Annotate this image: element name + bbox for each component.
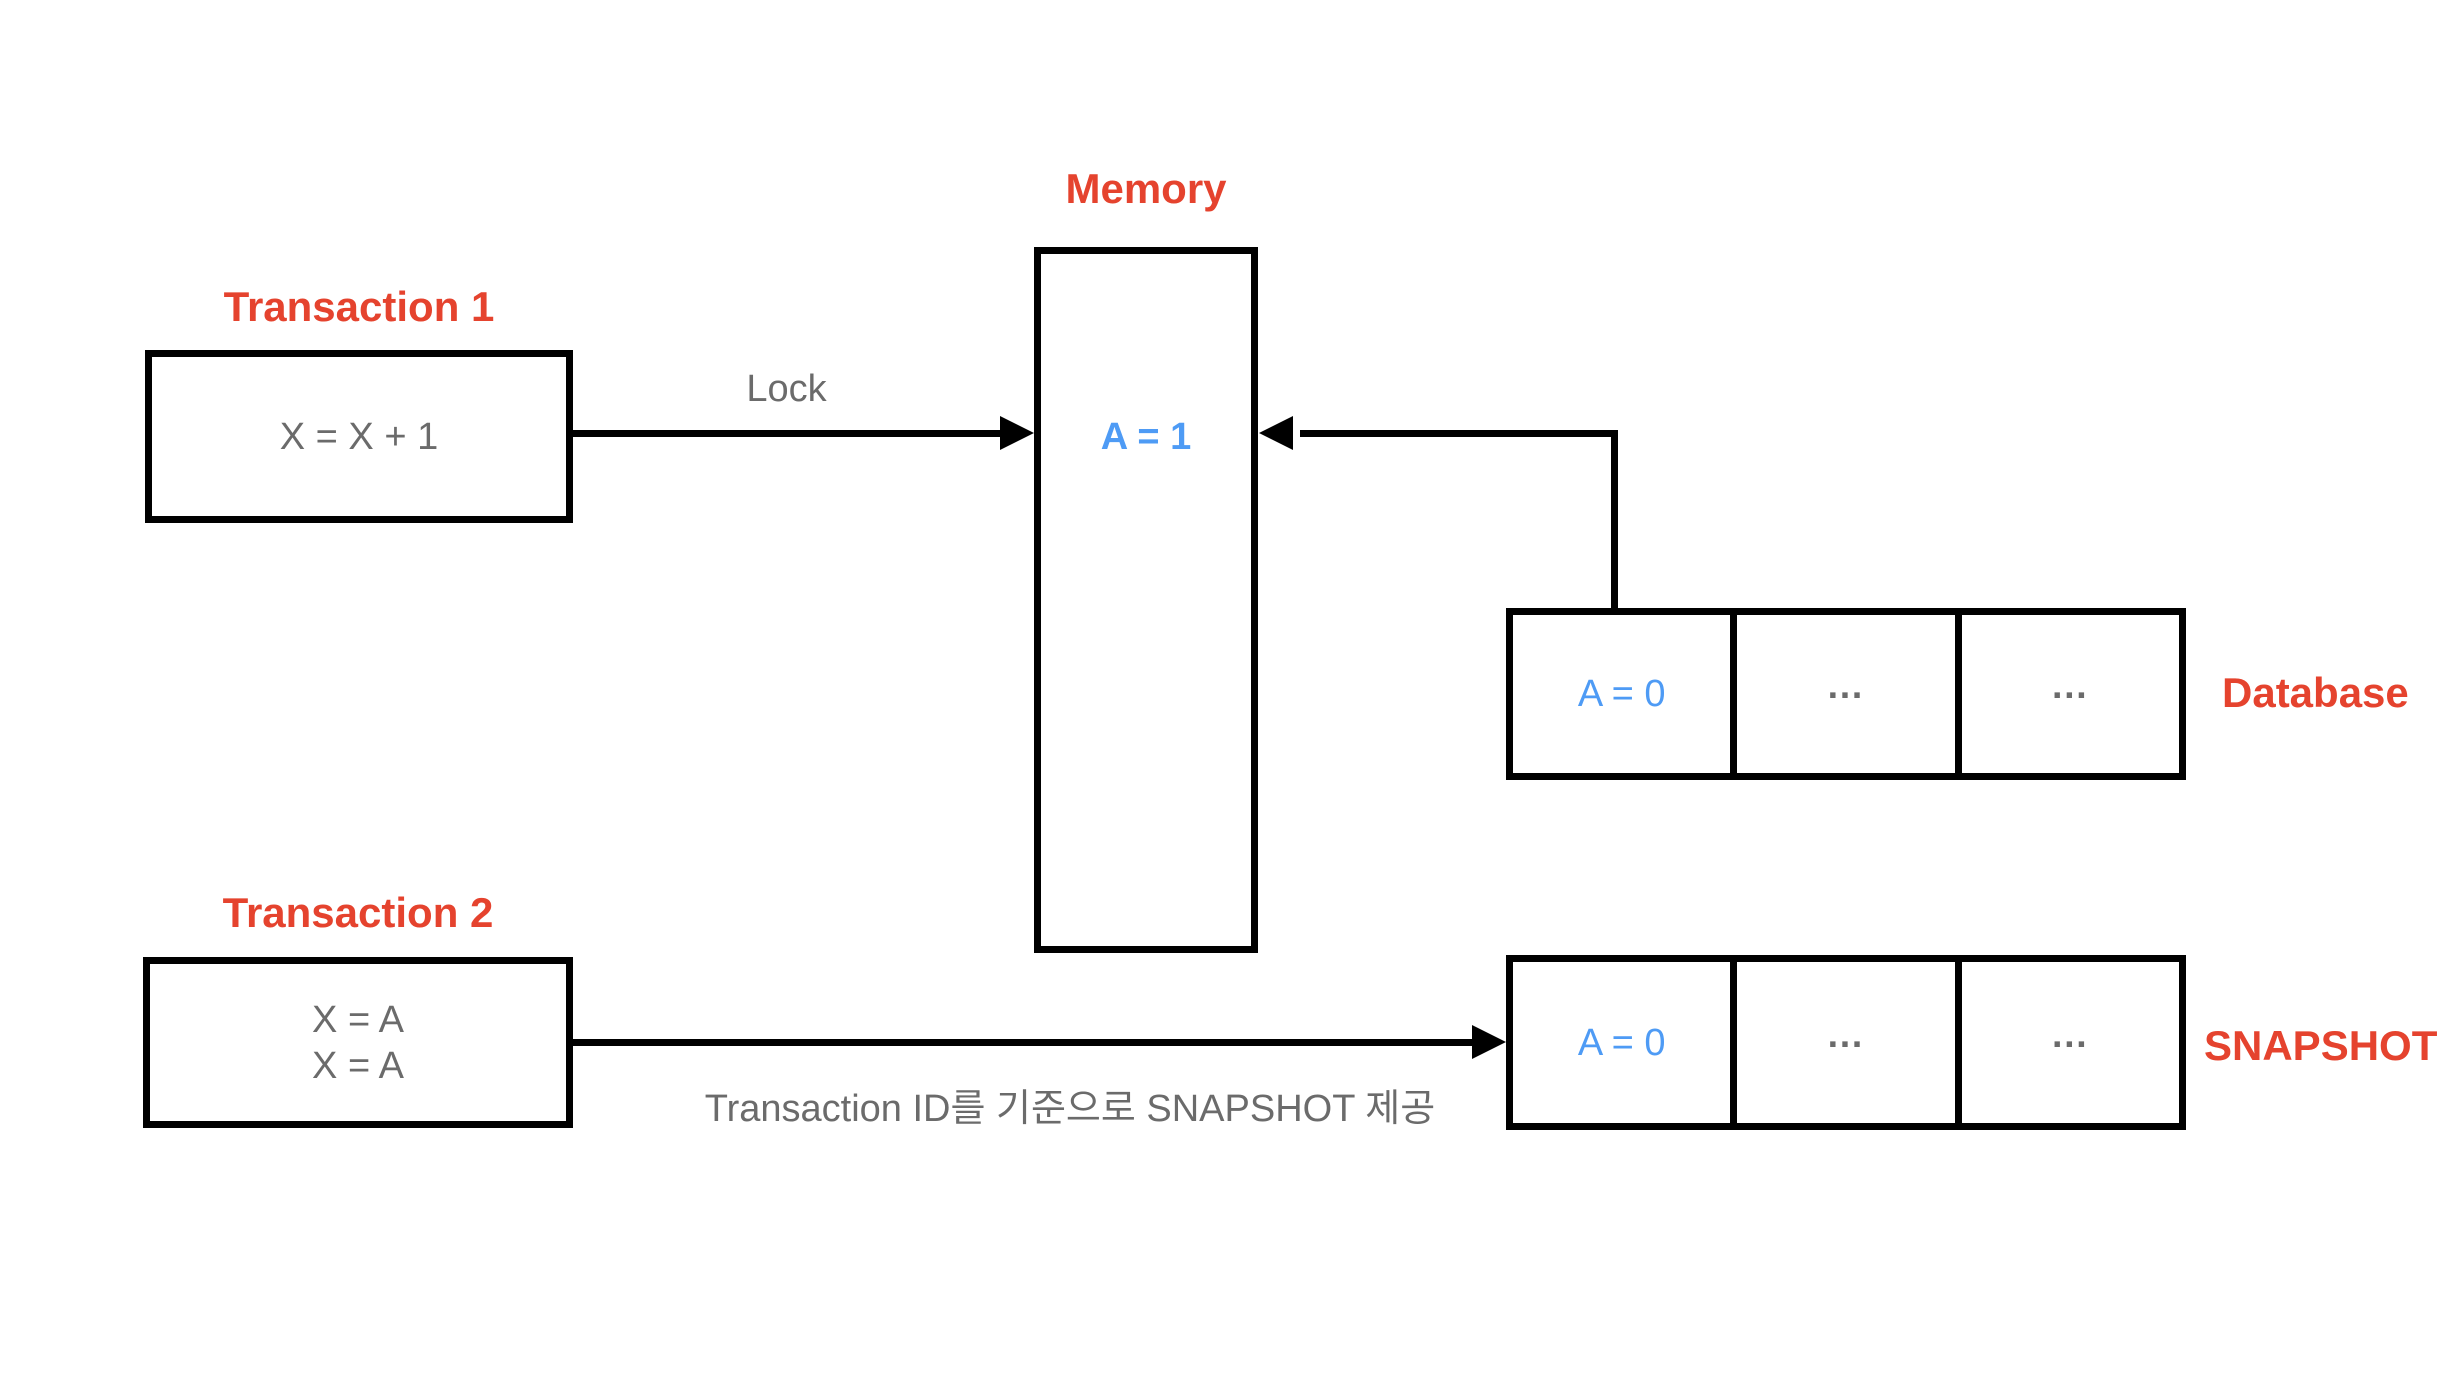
transaction1-box: X = X + 1: [145, 350, 573, 523]
lock-arrow-label: Lock: [746, 368, 827, 410]
lock-arrowhead-icon: [1000, 416, 1034, 450]
ellipsis-icon: …: [1825, 665, 1866, 707]
database-cell-ellipsis-2: …: [1962, 615, 2179, 773]
ellipsis-icon: …: [2050, 665, 2091, 707]
transaction2-title: Transaction 2: [222, 889, 494, 936]
snapshot-cell-ellipsis-1: …: [1737, 962, 1962, 1123]
snapshot-arrow-note: Transaction ID를 기준으로 SNAPSHOT 제공: [704, 1088, 1436, 1130]
lock-arrow-line: [573, 430, 1000, 437]
database-row: A = 0 … …: [1506, 608, 2186, 780]
snapshot-cell-a-value: A = 0: [1577, 1021, 1666, 1064]
snapshot-arrow-line: [573, 1039, 1475, 1046]
transaction1-title: Transaction 1: [223, 283, 495, 330]
snapshot-arrowhead-icon: [1472, 1025, 1506, 1059]
database-arrow-line: [1300, 430, 1618, 437]
snapshot-title: SNAPSHOT: [2204, 1022, 2438, 1069]
transaction2-code-line2: X = A: [312, 1044, 404, 1087]
ellipsis-icon: …: [1825, 1013, 1866, 1056]
database-title: Database: [2222, 669, 2409, 716]
snapshot-cell-ellipsis-2: …: [1962, 962, 2179, 1123]
database-cell-a: A = 0: [1513, 615, 1738, 773]
ellipsis-icon: …: [2050, 1013, 2091, 1056]
transaction2-box: X = A X = A: [143, 957, 573, 1128]
database-cell-ellipsis-1: …: [1737, 615, 1962, 773]
snapshot-cell-a: A = 0: [1513, 962, 1738, 1123]
database-arrowhead-icon: [1259, 416, 1293, 450]
transaction2-code-line1: X = A: [312, 998, 404, 1041]
transaction1-code: X = X + 1: [279, 415, 439, 458]
memory-value: A = 1: [1100, 416, 1192, 458]
memory-title: Memory: [1065, 165, 1227, 212]
database-cell-a-value: A = 0: [1577, 673, 1666, 715]
memory-box: A = 1: [1034, 247, 1258, 953]
database-arrow-vertical-line: [1611, 430, 1618, 615]
snapshot-row: A = 0 … …: [1506, 955, 2186, 1130]
